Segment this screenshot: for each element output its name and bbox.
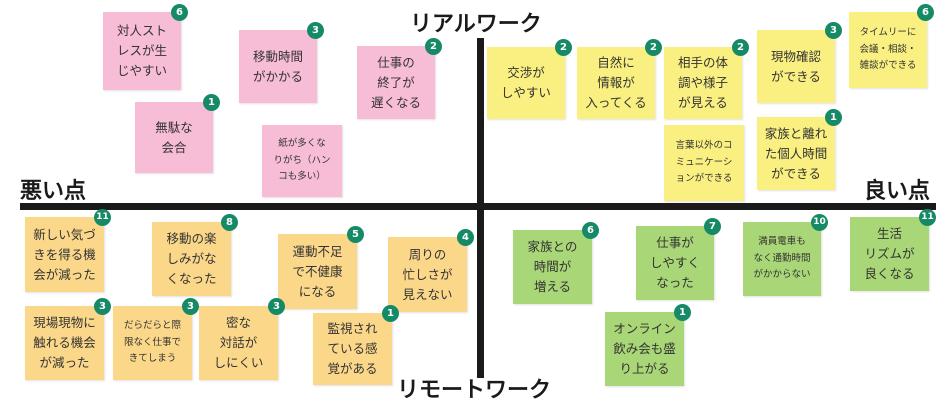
vote-count-badge: 1	[203, 94, 220, 111]
sticky-note[interactable]: 紙が多くな りがち（ハン コも多い）	[262, 125, 342, 197]
vote-count-badge: 3	[307, 22, 324, 39]
note-text: 満員電車も なく通勤時間 がかからない	[753, 236, 811, 281]
note-text: 運動不足 で不健康 になる	[292, 243, 343, 299]
note-text: 新しい気づ きを得る機 会が減った	[33, 226, 96, 282]
vote-count-badge: 1	[382, 305, 399, 322]
note-text: 密な 対話が しにくい	[213, 315, 264, 370]
vote-count-badge: 5	[347, 226, 364, 243]
axis-label-left: 悪い点	[20, 179, 87, 204]
vote-count-badge: 2	[732, 39, 749, 56]
note-text: 無駄な 会合	[155, 119, 193, 155]
vote-count-badge: 3	[182, 298, 199, 315]
note-text: 移動時間 がかかる	[252, 48, 303, 84]
vote-count-badge: 2	[555, 39, 572, 56]
axis-label-top: リアルワーク	[410, 12, 542, 37]
vote-count-badge: 6	[171, 4, 188, 21]
note-text: タイムリーに 会議・相談・ 雑談ができる	[859, 27, 917, 72]
note-text: 自然に 情報が 入ってくる	[585, 55, 647, 110]
vote-count-badge: 4	[457, 229, 474, 246]
note-text: 周りの 忙しさが 見えない	[402, 246, 453, 302]
note-text: 対人スト レスが生 じやすい	[116, 23, 167, 78]
vote-count-badge: 10	[811, 214, 828, 231]
vote-count-badge: 2	[425, 38, 442, 55]
vote-count-badge: 3	[825, 22, 842, 39]
vote-count-badge: 11	[919, 209, 936, 226]
vote-count-badge: 3	[268, 298, 285, 315]
vote-count-badge: 7	[704, 218, 721, 235]
note-text: 紙が多くな りがち（ハン コも多い）	[273, 138, 331, 183]
axis-label-right: 良い点	[864, 179, 931, 204]
note-text: 家族と離れ た個人時間 ができる	[764, 125, 828, 181]
sticky-note[interactable]: 言葉以外のコ ミュニケーシ ョンができる	[664, 125, 744, 201]
axis-label-bottom: リモートワーク	[397, 378, 552, 403]
note-text: 仕事が しやすく なった	[650, 235, 700, 290]
vote-count-badge: 11	[94, 209, 111, 226]
note-text: 監視され ている感 覚がある	[327, 321, 378, 376]
vote-count-badge: 6	[917, 4, 934, 21]
note-text: 家族との 時間が 増える	[527, 239, 578, 294]
vote-count-badge: 1	[674, 304, 691, 321]
note-text: 現物確認 ができる	[770, 48, 821, 84]
vote-count-badge: 2	[645, 39, 662, 56]
vote-count-badge: 6	[582, 222, 599, 239]
vote-count-badge: 8	[221, 214, 238, 231]
sticky-note[interactable]: 無駄な 会合 1	[135, 94, 220, 173]
note-text: オンライン 飲み会も盛 り上がる	[613, 321, 676, 376]
note-text: 相手の体 調や様子 が見える	[677, 55, 728, 110]
note-text: 生活 リズムが 良くなる	[864, 226, 915, 281]
horizontal-axis	[20, 203, 936, 210]
note-text: 言葉以外のコ ミュニケーシ ョンができる	[675, 140, 733, 185]
note-text: 移動の楽 しみがな くなった	[166, 231, 217, 286]
note-text: 交渉が しやすい	[501, 65, 551, 100]
vote-count-badge: 1	[825, 109, 842, 126]
vote-count-badge: 3	[94, 298, 111, 315]
note-text: だらだらと際 限なく仕事で きてしまう	[123, 320, 181, 365]
note-text: 仕事の 終了が 遅くなる	[370, 54, 421, 110]
note-text: 現場現物に 触れる機会 が減った	[33, 315, 96, 370]
